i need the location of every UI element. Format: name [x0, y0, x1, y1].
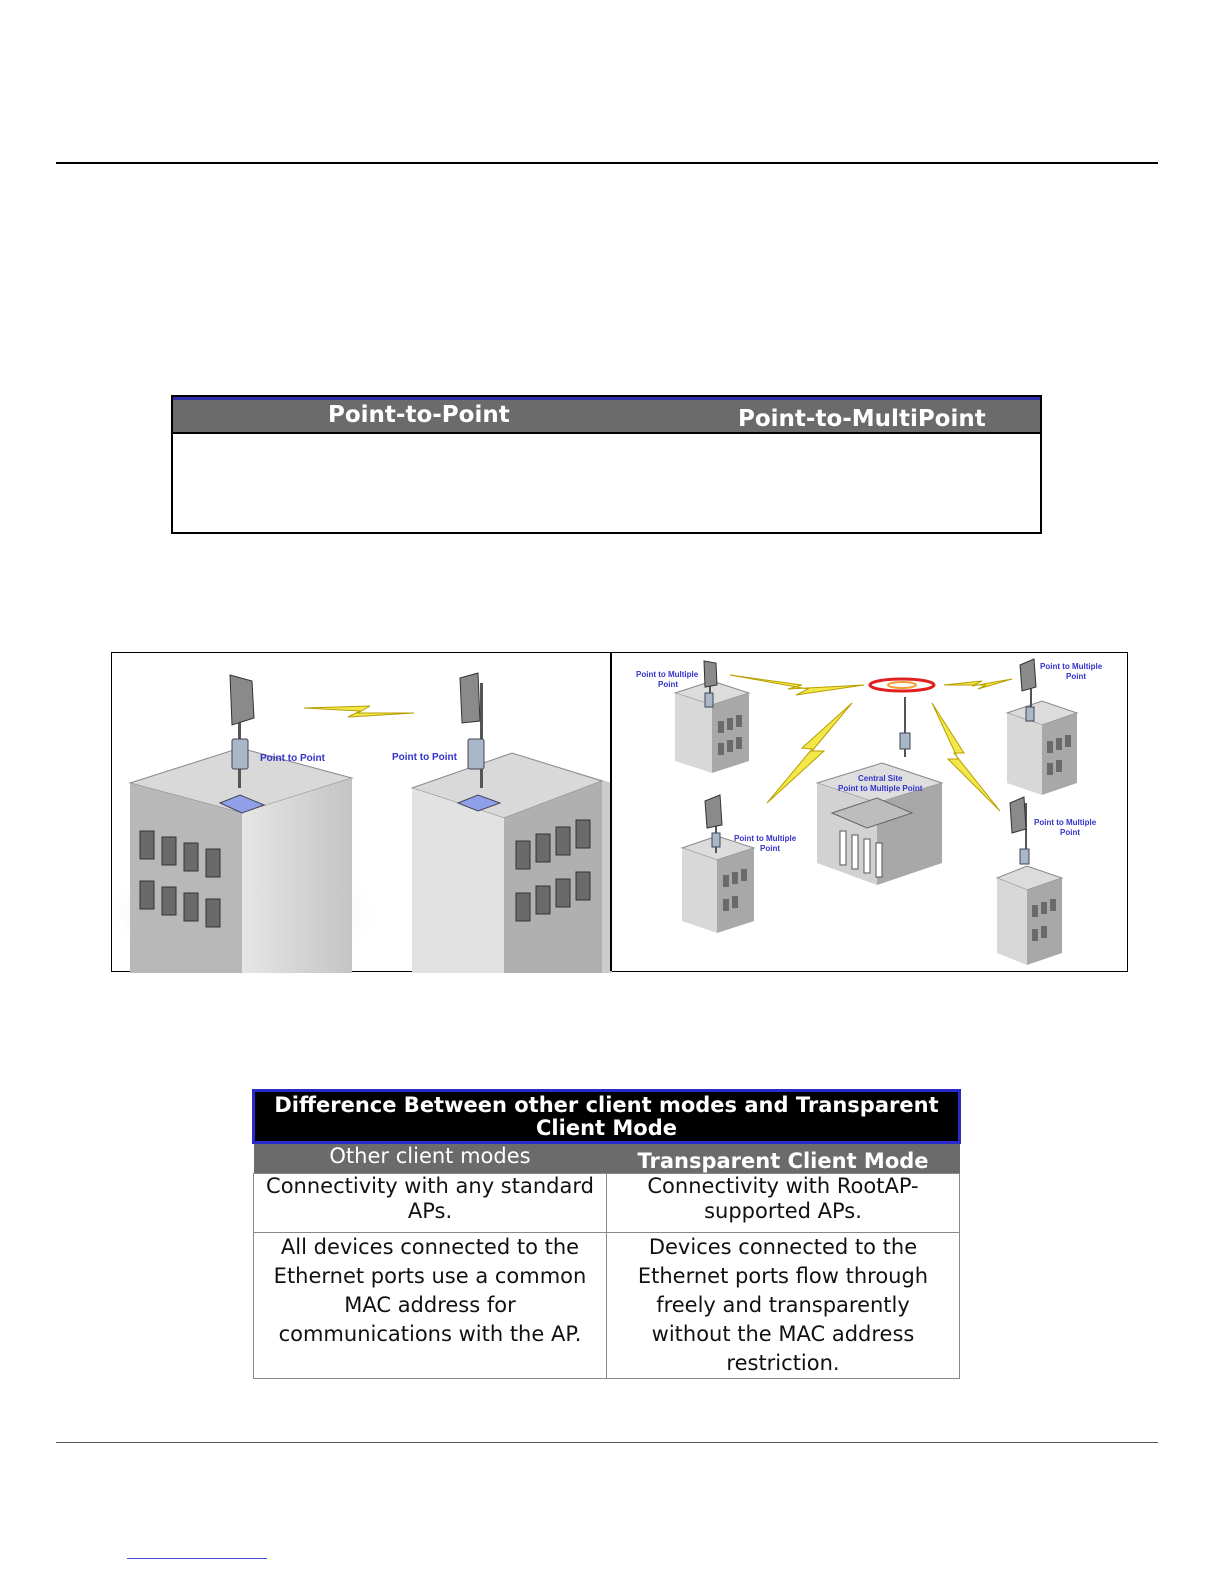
- ptp-left-label: Point to Point: [260, 753, 326, 764]
- mode-header-row: Point-to-Point Point-to-MultiPoint: [173, 400, 1040, 434]
- comparison-title-row: Difference Between other client modes an…: [252, 1089, 961, 1144]
- mode-header-table: Point-to-Point Point-to-MultiPoint: [171, 395, 1042, 534]
- pmp-central-site: [815, 677, 944, 885]
- table-cell: Connectivity with any standard APs.: [253, 1173, 607, 1233]
- pmp-building-bottom-left: [680, 794, 756, 933]
- pmp-central-label-line1: Central Site: [858, 774, 903, 783]
- antenna-left: [218, 674, 266, 814]
- ptp-link-bolt: [303, 705, 415, 718]
- pmp-top-right-label-line1: Point to Multiple: [1040, 662, 1103, 671]
- pmp-bottom-right-label-line2: Point: [1060, 828, 1080, 837]
- footer-link-underline: [127, 1558, 267, 1559]
- pmp-top-left-label-line2: Point: [658, 680, 678, 689]
- figure-divider: [610, 653, 612, 971]
- table-top-edge: [173, 397, 1040, 400]
- pmp-building-top-right: [1005, 658, 1079, 795]
- table-cell: Devices connected to the Ethernet ports …: [606, 1232, 960, 1379]
- table-row: Connectivity with any standard APs. Conn…: [253, 1173, 960, 1233]
- topology-illustration: Point to Point Point to Point: [112, 658, 1103, 973]
- building-right: [410, 752, 612, 973]
- pmp-top-left-label-line1: Point to Multiple: [636, 670, 699, 679]
- topology-figure: Point to Point Point to Point: [111, 652, 1128, 973]
- table-row: All devices connected to the Ethernet po…: [253, 1232, 960, 1379]
- pmp-link-bolts: [729, 674, 1013, 812]
- pmp-building-bottom-right: [995, 796, 1064, 965]
- pmp-bottom-left-label-line1: Point to Multiple: [734, 834, 797, 843]
- table-cell: Connectivity with RootAP-supported APs.: [606, 1173, 960, 1233]
- point-to-multipoint-header: Point-to-MultiPoint: [738, 406, 986, 432]
- building-left: [128, 747, 354, 973]
- pmp-building-top-left: [673, 660, 751, 773]
- pmp-bottom-left-label-line2: Point: [760, 844, 780, 853]
- table-cell: All devices connected to the Ethernet po…: [253, 1232, 607, 1379]
- comparison-title: Difference Between other client modes an…: [252, 1089, 961, 1144]
- ptp-right-label: Point to Point: [392, 752, 458, 763]
- pmp-top-right-label-line2: Point: [1066, 672, 1086, 681]
- antenna-right: [456, 672, 502, 812]
- comparison-header-row: Other client modes Transparent Client Mo…: [253, 1142, 960, 1174]
- footer-rule: [56, 1442, 1158, 1443]
- pmp-central-label-line2: Point to Multiple Point: [838, 784, 923, 793]
- client-mode-comparison-table: Difference Between other client modes an…: [252, 1089, 961, 1379]
- header-rule: [56, 162, 1158, 164]
- transparent-mode-header: Transparent Client Mode: [606, 1142, 960, 1174]
- point-to-point-header: Point-to-Point: [328, 402, 510, 428]
- other-modes-header: Other client modes: [253, 1142, 607, 1174]
- pmp-bottom-right-label-line1: Point to Multiple: [1034, 818, 1097, 827]
